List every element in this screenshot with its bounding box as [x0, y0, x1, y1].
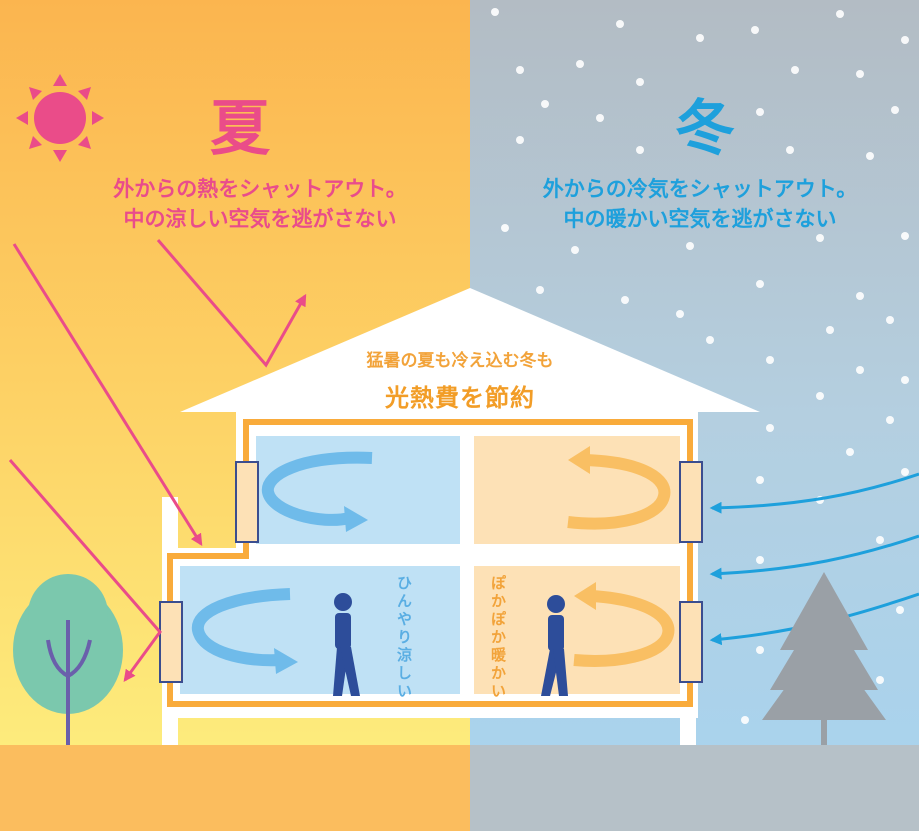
warm-air-swirl-upper — [567, 454, 671, 530]
summer-tagline-line1: 外からの熱をシャットアウト。 — [113, 177, 407, 201]
warm-room-label: ぽかぽか暖かい — [489, 575, 507, 701]
swirl-arrowhead — [568, 446, 590, 474]
winter-tree-icon — [762, 572, 886, 745]
window-lower-right — [679, 601, 703, 683]
person-winter-icon — [541, 595, 568, 696]
winter-tagline: 外からの冷気をシャットアウト。 中の暖かい空気を逃がさない — [505, 174, 895, 234]
person-summer-icon — [333, 593, 360, 696]
swirl-arrowhead — [274, 648, 298, 674]
winter-tagline-line2: 中の暖かい空気を逃がさない — [563, 207, 837, 231]
room-lower-right — [474, 566, 680, 694]
heat-arrows — [8, 239, 307, 682]
summer-tagline: 外からの熱をシャットアウト。 中の涼しい空気を逃がさない — [60, 174, 460, 234]
swirl-arrowhead — [574, 582, 596, 610]
summer-tagline-line2: 中の涼しい空気を逃がさない — [123, 207, 397, 231]
room-lower-left — [180, 566, 460, 694]
summer-title: 夏 — [210, 94, 272, 164]
warm-air-swirl-lower — [573, 590, 675, 667]
sun-icon — [16, 74, 104, 162]
summer-tree-icon — [13, 574, 123, 745]
roof — [180, 288, 760, 412]
window-upper-right — [679, 461, 703, 543]
roof-caption: 猛暑の夏も冷え込む冬も — [366, 351, 554, 371]
house — [159, 288, 760, 745]
winter-tagline-line1: 外からの冷気をシャットアウト。 — [542, 177, 858, 201]
cool-room-label: ひんやり涼しい — [395, 575, 413, 701]
cool-air-swirl-upper — [261, 451, 373, 526]
summer-ground — [0, 745, 470, 831]
winter-title: 冬 — [675, 94, 737, 164]
insulation-line — [167, 419, 693, 707]
window-lower-left — [159, 601, 183, 683]
swirl-arrowhead — [344, 506, 368, 532]
cool-air-swirl-lower — [191, 588, 291, 667]
window-upper-left — [235, 461, 259, 543]
roof-headline: 光熱費を節約 — [385, 384, 535, 412]
winter-ground — [470, 745, 919, 831]
